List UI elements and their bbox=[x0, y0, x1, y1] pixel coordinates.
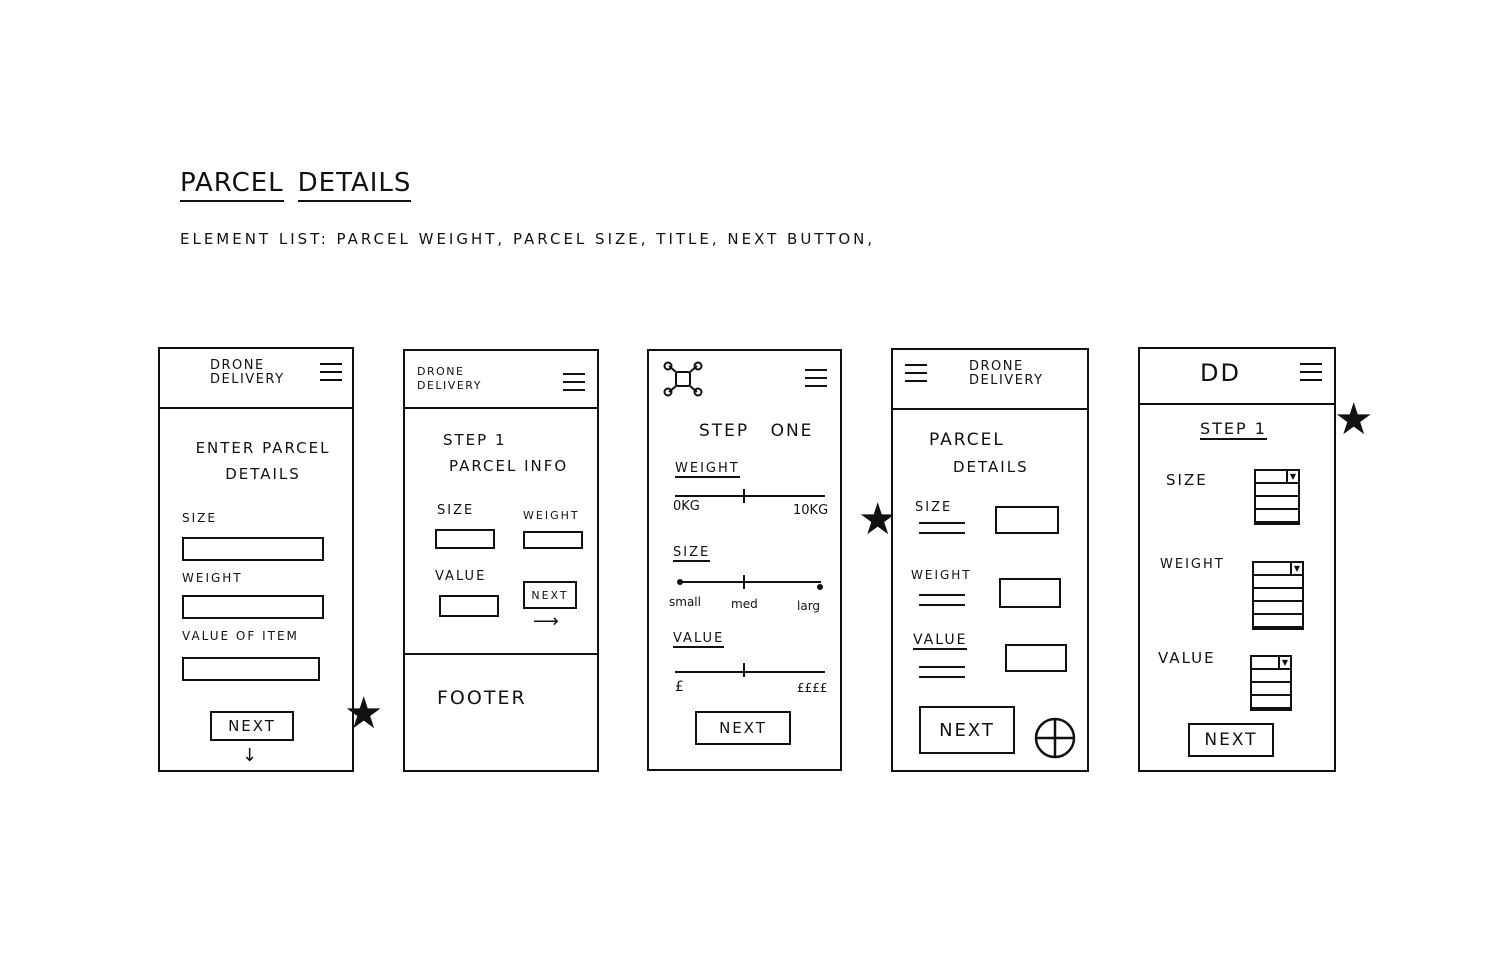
size-slider-end-dot bbox=[817, 584, 823, 590]
size-label: Size bbox=[437, 503, 475, 518]
size-input[interactable] bbox=[435, 529, 495, 549]
size-input[interactable] bbox=[995, 506, 1059, 534]
hamburger-menu-icon[interactable] bbox=[805, 367, 827, 387]
dropdown-arrow-icon[interactable]: ▼ bbox=[1286, 471, 1298, 482]
size-med-label: med bbox=[731, 597, 758, 611]
form-heading: Enter parcel details bbox=[195, 439, 331, 483]
page-title-word2: Details bbox=[297, 168, 412, 202]
value-input[interactable] bbox=[1005, 644, 1067, 672]
weight-max-label: 10kg bbox=[793, 503, 829, 518]
dropdown-arrow-icon[interactable]: ▼ bbox=[1278, 657, 1290, 668]
next-button[interactable]: Next bbox=[523, 581, 577, 609]
form-subheading: details bbox=[953, 458, 1029, 476]
weight-dropdown[interactable]: ▼ bbox=[1252, 561, 1304, 630]
next-button[interactable]: Next bbox=[695, 711, 791, 745]
step-heading: Step 1 bbox=[443, 431, 507, 449]
wireframe-1-header: Drone Delivery bbox=[160, 349, 352, 409]
footer-label: Footer bbox=[437, 687, 527, 709]
value-max-label: ££££ bbox=[797, 681, 828, 695]
star-icon: ★ bbox=[1334, 394, 1374, 445]
hamburger-menu-icon[interactable] bbox=[1300, 361, 1322, 381]
weight-input[interactable] bbox=[999, 578, 1061, 608]
wireframe-5: DD Step 1 Size ▼ Weight ▼ Value ▼ Next bbox=[1138, 347, 1336, 772]
hamburger-menu-icon[interactable] bbox=[905, 362, 927, 382]
size-slider-thumb[interactable] bbox=[743, 575, 745, 589]
size-input[interactable] bbox=[182, 537, 324, 561]
size-label: Size bbox=[915, 500, 953, 515]
star-icon: ★ bbox=[858, 494, 898, 545]
wireframe-4-header: Drone Delivery bbox=[893, 350, 1087, 410]
value-label: Value bbox=[913, 632, 968, 650]
app-logo: Drone Delivery bbox=[417, 365, 482, 392]
size-slider-start-dot bbox=[677, 579, 683, 585]
wireframe-3: Step one Weight 0kg 10kg Size small med … bbox=[647, 349, 842, 771]
value-slider-track[interactable] bbox=[675, 671, 825, 673]
value-of-item-label: Value of item bbox=[182, 629, 299, 643]
value-input[interactable] bbox=[439, 595, 499, 617]
page-title: Parcel Details bbox=[180, 168, 425, 202]
size-large-label: larg bbox=[797, 599, 821, 613]
add-circle-icon[interactable] bbox=[1033, 716, 1077, 760]
size-description-lines bbox=[919, 522, 965, 542]
dropdown-arrow-icon[interactable]: ▼ bbox=[1290, 563, 1302, 574]
next-button[interactable]: Next bbox=[1188, 723, 1274, 757]
app-logo: Drone Delivery bbox=[210, 358, 285, 387]
app-logo: DD bbox=[1200, 359, 1241, 387]
value-dropdown[interactable]: ▼ bbox=[1250, 655, 1292, 711]
form-heading: Parcel bbox=[929, 430, 1005, 450]
size-label: Size bbox=[673, 545, 711, 562]
weight-label: Weight bbox=[1160, 557, 1225, 572]
step-heading: Step 1 bbox=[1200, 419, 1267, 440]
value-label: Value bbox=[435, 569, 487, 584]
right-arrow-icon: ⟶ bbox=[533, 611, 561, 632]
page-title-word1: Parcel bbox=[180, 168, 284, 202]
weight-min-label: 0kg bbox=[673, 499, 700, 514]
hamburger-menu-icon[interactable] bbox=[563, 371, 585, 391]
value-label: Value bbox=[673, 631, 725, 648]
size-small-label: small bbox=[669, 595, 701, 609]
app-logo: Drone Delivery bbox=[969, 359, 1044, 388]
value-input[interactable] bbox=[182, 657, 320, 681]
value-slider-thumb[interactable] bbox=[743, 663, 745, 677]
wireframe-2-header: Drone Delivery bbox=[405, 351, 597, 409]
weight-label: Weight bbox=[523, 509, 580, 522]
value-description-lines bbox=[919, 666, 965, 686]
value-min-label: £ bbox=[675, 679, 686, 695]
size-label: Size bbox=[1166, 471, 1208, 489]
weight-description-lines bbox=[919, 594, 965, 614]
wireframe-4: Drone Delivery Parcel details Size Weigh… bbox=[891, 348, 1089, 772]
weight-input[interactable] bbox=[182, 595, 324, 619]
step-heading: Step one bbox=[699, 421, 814, 441]
next-button[interactable]: Next bbox=[210, 711, 294, 741]
down-arrow-icon: ↓ bbox=[242, 745, 260, 766]
step-subheading: Parcel info bbox=[449, 457, 569, 475]
footer-divider bbox=[405, 653, 597, 655]
weight-label: Weight bbox=[675, 461, 740, 478]
weight-slider-thumb[interactable] bbox=[743, 489, 745, 503]
weight-label: Weight bbox=[911, 568, 972, 582]
element-list: Element list: parcel weight, parcel size… bbox=[180, 230, 876, 248]
hamburger-menu-icon[interactable] bbox=[320, 361, 342, 381]
weight-label: Weight bbox=[182, 571, 243, 585]
next-button[interactable]: Next bbox=[919, 706, 1015, 754]
wireframe-1: Drone Delivery Enter parcel details Size… bbox=[158, 347, 354, 772]
star-icon: ★ bbox=[344, 688, 384, 739]
size-dropdown[interactable]: ▼ bbox=[1254, 469, 1300, 525]
value-label: Value bbox=[1158, 649, 1216, 667]
wireframe-2: Drone Delivery Step 1 Parcel info Size W… bbox=[403, 349, 599, 772]
weight-slider-track[interactable] bbox=[675, 495, 825, 497]
wireframe-5-header: DD bbox=[1140, 349, 1334, 405]
drone-logo-icon bbox=[663, 361, 703, 397]
size-slider-track[interactable] bbox=[679, 581, 821, 583]
size-label: Size bbox=[182, 511, 217, 525]
weight-input[interactable] bbox=[523, 531, 583, 549]
